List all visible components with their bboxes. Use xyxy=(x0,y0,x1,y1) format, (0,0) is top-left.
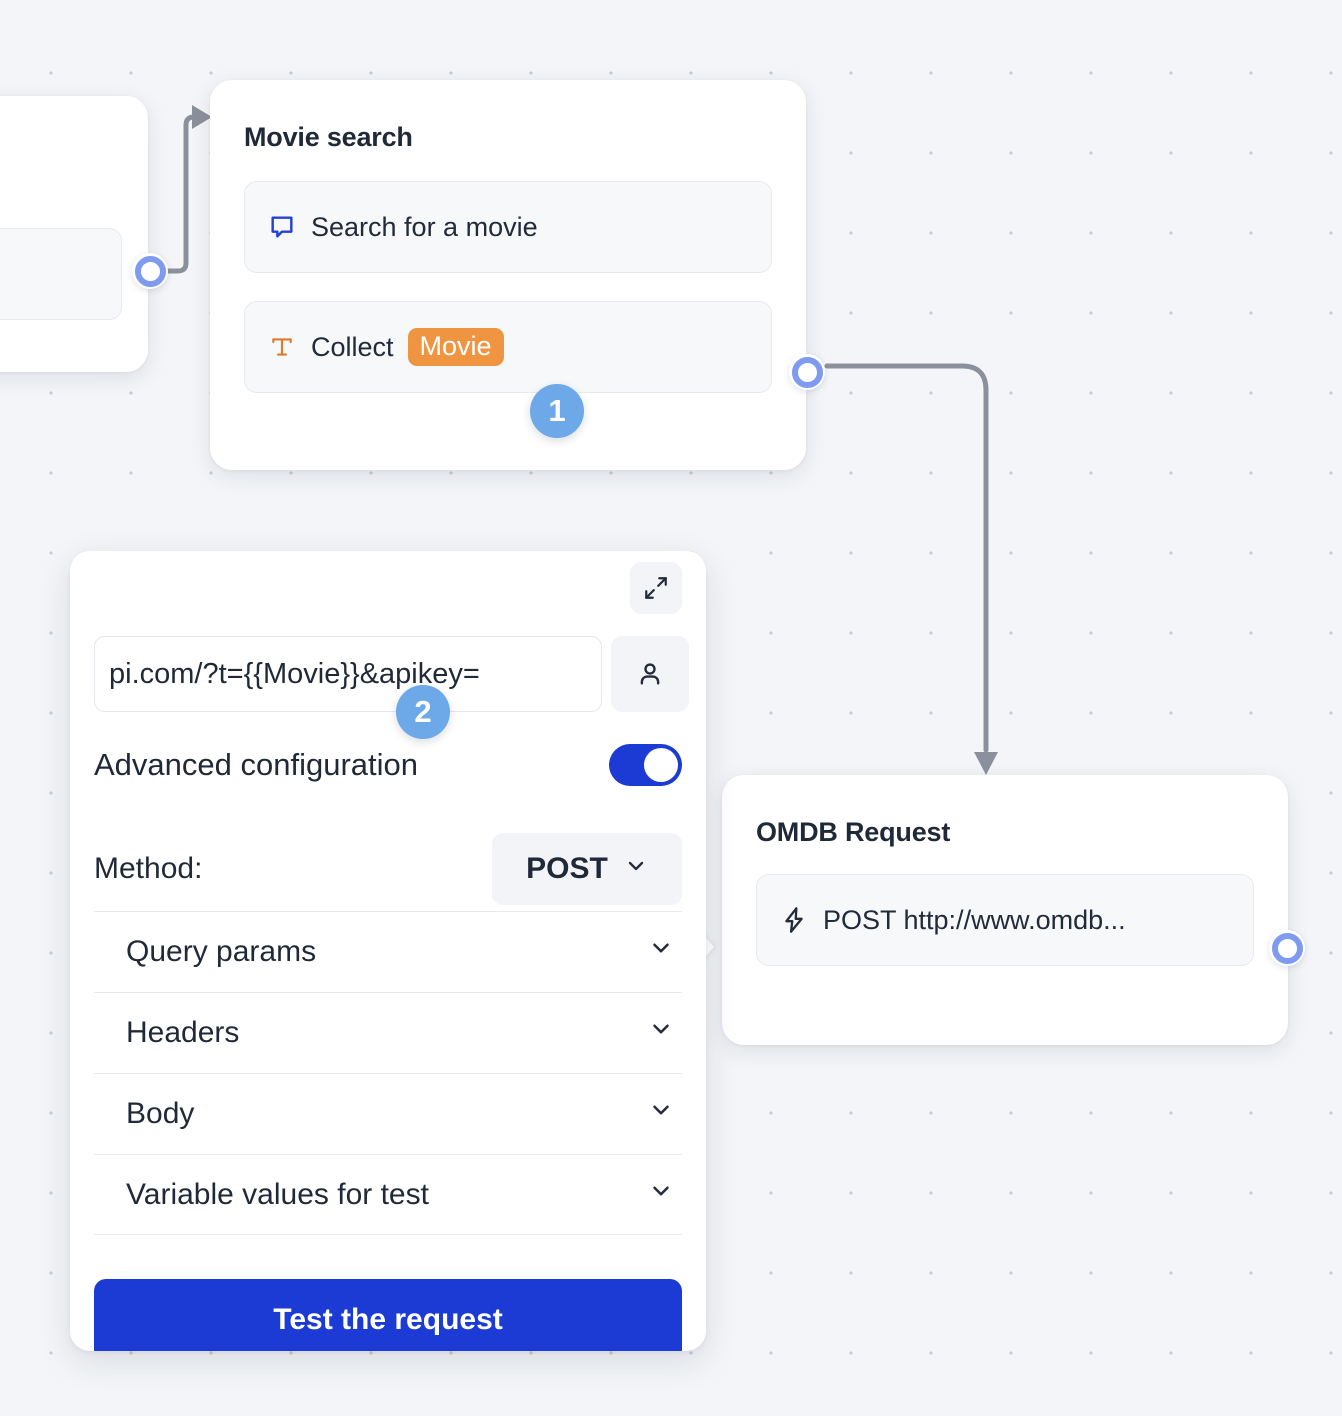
section-label: Query params xyxy=(126,935,317,968)
connector-movie-to-omdb xyxy=(824,363,989,753)
chevron-down-icon[interactable] xyxy=(648,1178,674,1212)
node-previous-step[interactable] xyxy=(0,96,148,372)
person-icon[interactable] xyxy=(611,636,689,712)
section-label: Body xyxy=(126,1097,195,1130)
node-movie-search[interactable]: Movie search Search for a movie Collect … xyxy=(210,80,806,470)
step-badge-1: 1 xyxy=(530,384,584,438)
request-config-panel[interactable]: pi.com/?t={{Movie}}&apikey= Advanced con… xyxy=(70,551,706,1351)
advanced-configuration-label: Advanced configuration xyxy=(94,747,419,782)
text-t-icon xyxy=(267,334,297,360)
request-url-input[interactable]: pi.com/?t={{Movie}}&apikey= xyxy=(94,636,602,712)
step-badge-2: 2 xyxy=(396,685,450,739)
node-omdb-request[interactable]: OMDB Request POST http://www.omdb... xyxy=(722,775,1288,1045)
section-query-params[interactable]: Query params xyxy=(94,911,682,992)
toggle-knob xyxy=(644,748,678,782)
url-row[interactable]: pi.com/?t={{Movie}}&apikey= xyxy=(94,636,689,712)
advanced-configuration-row[interactable]: Advanced configuration xyxy=(94,744,682,786)
port-omdb-output[interactable] xyxy=(1269,930,1305,966)
section-label: Headers xyxy=(126,1016,240,1049)
connector-arrowhead-movie xyxy=(192,105,212,129)
node-row-post-request[interactable]: POST http://www.omdb... xyxy=(756,874,1254,966)
node-row-label: POST http://www.omdb... xyxy=(823,904,1126,935)
method-select[interactable]: POST xyxy=(492,833,682,905)
message-bubble-icon xyxy=(267,213,297,241)
config-sections: Query params Headers Body Variable value… xyxy=(94,911,682,1235)
section-headers[interactable]: Headers xyxy=(94,992,682,1073)
port-previous-output[interactable] xyxy=(132,253,168,289)
section-label: Variable values for test xyxy=(126,1177,429,1211)
lightning-bolt-icon xyxy=(779,906,809,934)
connector-arrowhead-omdb xyxy=(974,752,998,775)
connector-prev-to-movie xyxy=(165,114,199,274)
variable-tag-movie[interactable]: Movie xyxy=(407,327,504,367)
node-omdb-request-title: OMDB Request xyxy=(756,817,951,847)
method-row: Method: POST xyxy=(94,833,682,905)
port-movie-search-output[interactable] xyxy=(789,354,825,390)
section-variable-values-for-test[interactable]: Variable values for test xyxy=(94,1154,682,1235)
chevron-down-icon xyxy=(624,852,648,886)
chevron-down-icon[interactable] xyxy=(648,1016,674,1050)
node-previous-step-row[interactable] xyxy=(0,228,122,320)
node-row-collect-movie[interactable]: Collect Movie xyxy=(244,301,772,393)
advanced-configuration-toggle[interactable] xyxy=(609,744,682,786)
method-value: POST xyxy=(526,852,608,885)
node-row-label: Collect xyxy=(311,331,394,362)
method-label: Method: xyxy=(94,852,203,885)
test-the-request-button[interactable]: Test the request xyxy=(94,1279,682,1351)
node-row-search-for-a-movie[interactable]: Search for a movie xyxy=(244,181,772,273)
section-body[interactable]: Body xyxy=(94,1073,682,1154)
expand-diagonal-icon[interactable] xyxy=(630,562,682,614)
chevron-down-icon[interactable] xyxy=(648,935,674,969)
chevron-down-icon[interactable] xyxy=(648,1097,674,1131)
node-movie-search-title: Movie search xyxy=(244,122,413,152)
node-row-label: Search for a movie xyxy=(311,211,538,242)
